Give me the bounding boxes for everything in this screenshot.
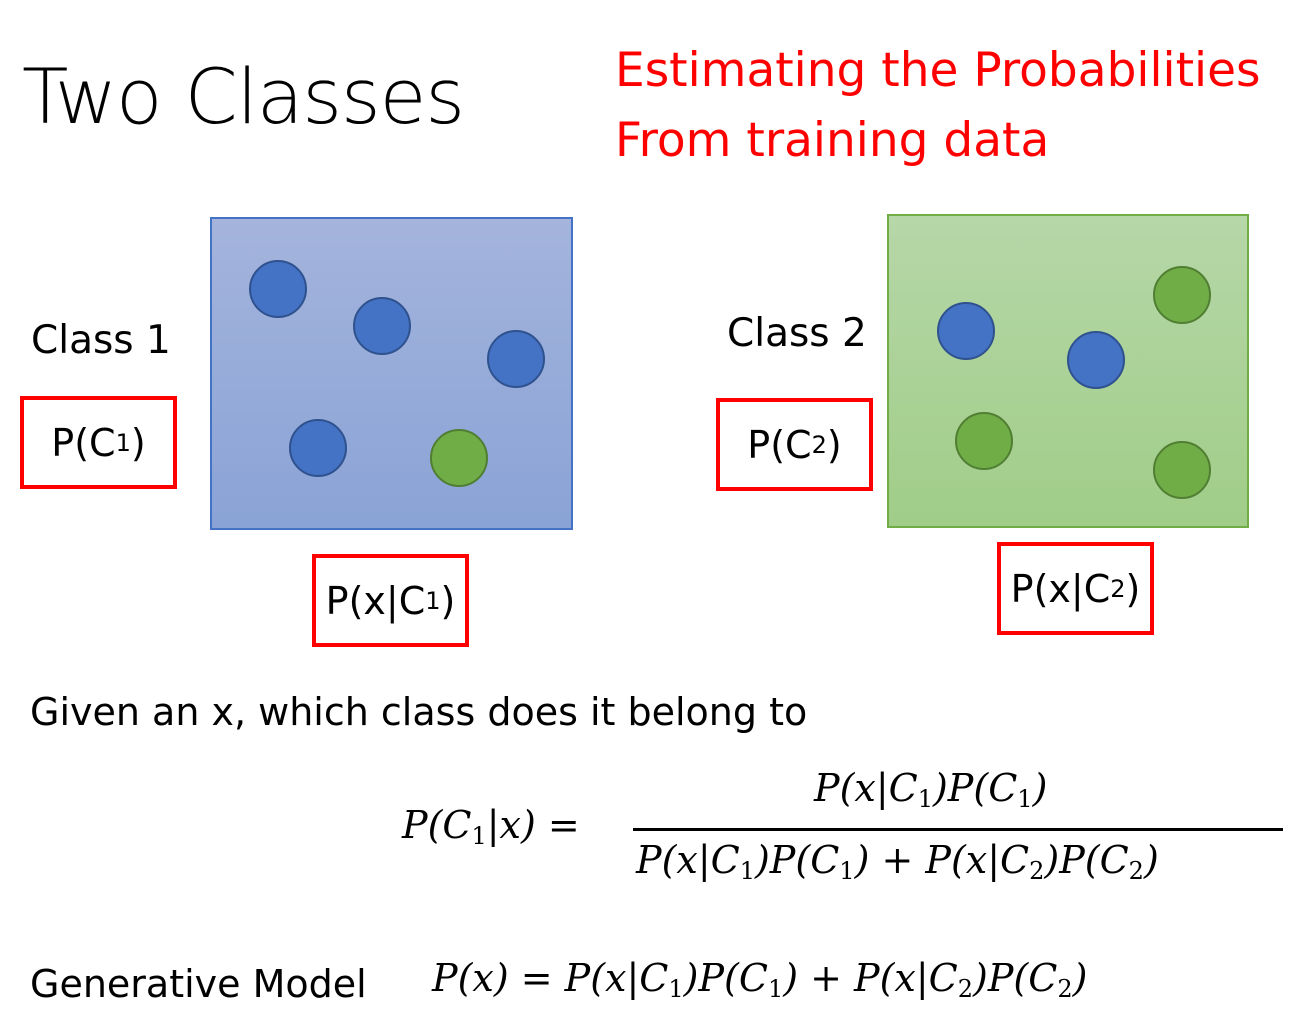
class1-likelihood-text: P(x|C bbox=[325, 578, 426, 623]
class1-dot-green bbox=[430, 429, 488, 487]
bayes-num-c: ) bbox=[1032, 766, 1048, 810]
bayes-lhs-sub: 1 bbox=[471, 822, 487, 850]
subtitle-line-1: Estimating the Probabilities bbox=[615, 43, 1261, 98]
bayes-den-b: )P(C bbox=[754, 838, 840, 882]
bayes-den-d: )P(C bbox=[1044, 838, 1129, 882]
class2-likelihood-text: P(x|C bbox=[1010, 566, 1111, 611]
class1-dot-blue bbox=[249, 260, 307, 318]
class1-dot-blue bbox=[487, 330, 545, 388]
question-text: Given an x, which class does it belong t… bbox=[30, 690, 808, 734]
bayes-den-a: P(x|C bbox=[636, 838, 740, 882]
class1-prior-sub: 1 bbox=[115, 428, 131, 457]
bayes-num-a: P(x|C bbox=[814, 766, 918, 810]
gen-a: P(x) = P(x|C bbox=[432, 956, 669, 1000]
bayes-den-s1: 1 bbox=[739, 857, 755, 885]
subtitle: Estimating the Probabilities From traini… bbox=[615, 36, 1260, 176]
gen-s4: 2 bbox=[1057, 975, 1073, 1003]
class1-dot-blue bbox=[289, 419, 347, 477]
bayes-lhs: P(C1|x) = bbox=[402, 803, 580, 850]
class2-dot-green bbox=[1153, 441, 1211, 499]
bayes-den-s3: 2 bbox=[1029, 857, 1045, 885]
bayes-num-s1: 1 bbox=[917, 785, 933, 813]
generative-formula: P(x) = P(x|C1)P(C1) + P(x|C2)P(C2) bbox=[432, 956, 1087, 1003]
bayes-num-b: )P(C bbox=[932, 766, 1018, 810]
class2-likelihood-sub: 2 bbox=[1110, 574, 1126, 603]
class1-label: Class 1 bbox=[31, 318, 171, 363]
gen-s1: 1 bbox=[668, 975, 684, 1003]
subtitle-line-2: From training data bbox=[615, 113, 1050, 168]
bayes-fraction-line bbox=[633, 828, 1283, 831]
class1-panel bbox=[210, 217, 573, 530]
class2-likelihood-close: ) bbox=[1125, 566, 1141, 611]
bayes-lhs-a: P(C bbox=[402, 803, 472, 847]
gen-c: ) + P(x|C bbox=[783, 956, 958, 1000]
class2-prior-sub: 2 bbox=[811, 430, 827, 459]
class1-likelihood-close: ) bbox=[440, 578, 456, 623]
class2-dot-blue bbox=[937, 302, 995, 360]
class1-prior-close: ) bbox=[130, 420, 146, 465]
bayes-den-c: ) + P(x|C bbox=[854, 838, 1030, 882]
class2-dot-green bbox=[955, 412, 1013, 470]
gen-b: )P(C bbox=[683, 956, 768, 1000]
slide-title: Two Classes bbox=[22, 52, 465, 141]
class2-panel bbox=[887, 214, 1249, 528]
class2-prior-text: P(C bbox=[747, 422, 812, 467]
class1-prior-text: P(C bbox=[51, 420, 116, 465]
bayes-lhs-b: |x) = bbox=[486, 803, 580, 847]
class2-prior-close: ) bbox=[826, 422, 842, 467]
gen-d: )P(C bbox=[973, 956, 1058, 1000]
bayes-den-s4: 2 bbox=[1128, 857, 1144, 885]
bayes-den-e: ) bbox=[1143, 838, 1159, 882]
class2-label: Class 2 bbox=[727, 311, 867, 356]
class1-likelihood-sub: 1 bbox=[425, 586, 441, 615]
gen-s3: 2 bbox=[957, 975, 974, 1003]
class1-dot-blue bbox=[353, 297, 411, 355]
gen-s2: 1 bbox=[767, 975, 784, 1003]
bayes-numerator: P(x|C1)P(C1) bbox=[814, 766, 1047, 813]
class2-dot-blue bbox=[1067, 331, 1125, 389]
bayes-denominator: P(x|C1)P(C1) + P(x|C2)P(C2) bbox=[636, 838, 1159, 885]
bayes-den-s2: 1 bbox=[839, 857, 855, 885]
generative-label: Generative Model bbox=[30, 962, 367, 1006]
gen-e: ) bbox=[1072, 956, 1088, 1000]
class2-dot-green bbox=[1153, 266, 1211, 324]
bayes-num-s2: 1 bbox=[1017, 785, 1033, 813]
